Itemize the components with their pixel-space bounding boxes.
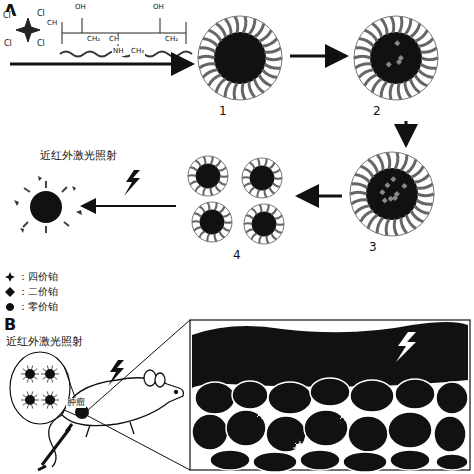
text-label: OH [74, 4, 87, 12]
zoom-circle [10, 352, 70, 424]
text-label: Cl [3, 40, 13, 49]
text-label: CH [108, 36, 120, 44]
zoom-line [64, 366, 78, 416]
legend-text: ：四价铂 [18, 270, 58, 283]
legend-text: ：二价铂 [18, 285, 58, 298]
polymer-structure [62, 18, 186, 46]
text-label: OH [152, 4, 165, 12]
text-label: 近红外激光照射 [40, 150, 117, 162]
lightning-symbol [124, 170, 140, 196]
micelle [344, 146, 440, 256]
text-label: CH₂ [86, 36, 101, 44]
text-label: 近红外激光照射 [6, 336, 83, 348]
lightning-symbol [396, 332, 416, 362]
syringe [38, 424, 72, 470]
inset-frame [190, 320, 470, 470]
micelle-node: 1 [192, 12, 288, 120]
callout-number: 1 [218, 104, 228, 118]
legend-row: ：二价铂 [4, 285, 58, 298]
micelle-node: 4 [178, 148, 296, 266]
zoom-line [88, 320, 190, 470]
callout-number: 2 [372, 104, 382, 118]
text-label: CH₂ [164, 36, 179, 44]
text-label: CH [46, 20, 58, 28]
micelle [348, 12, 444, 120]
legend-symbol [4, 286, 16, 298]
callout-number: 4 [232, 248, 242, 262]
callout-number: 3 [368, 240, 378, 254]
text-label: NH [112, 48, 125, 56]
micelle-node: 3 [344, 146, 440, 256]
text-label: Cl [2, 12, 12, 21]
process-arrow [298, 195, 342, 198]
platinum-iv-star [16, 18, 40, 42]
legend-row: ：零价铂 [4, 300, 58, 313]
process-arrow [10, 63, 192, 66]
tumor-cells [192, 378, 468, 472]
legend-text: ：零价铂 [18, 300, 58, 313]
polymer-chain [60, 52, 192, 57]
text-label: Cl [36, 40, 46, 49]
lightning-symbol [108, 360, 124, 386]
process-arrow [405, 121, 408, 145]
micelle [192, 12, 288, 120]
fragmented-particle [14, 176, 82, 233]
panel-letter: B [4, 316, 16, 334]
legend-symbol [4, 271, 16, 283]
micelle-node: 2 [348, 12, 444, 120]
process-arrow [290, 55, 346, 58]
legend-symbol [4, 301, 16, 313]
process-arrow [82, 205, 176, 207]
text-label: 肿瘤 [66, 398, 86, 408]
text-label: Cl [36, 10, 46, 19]
legend-row: ：四价铂 [4, 270, 58, 283]
text-label: CH₃ [130, 48, 145, 56]
